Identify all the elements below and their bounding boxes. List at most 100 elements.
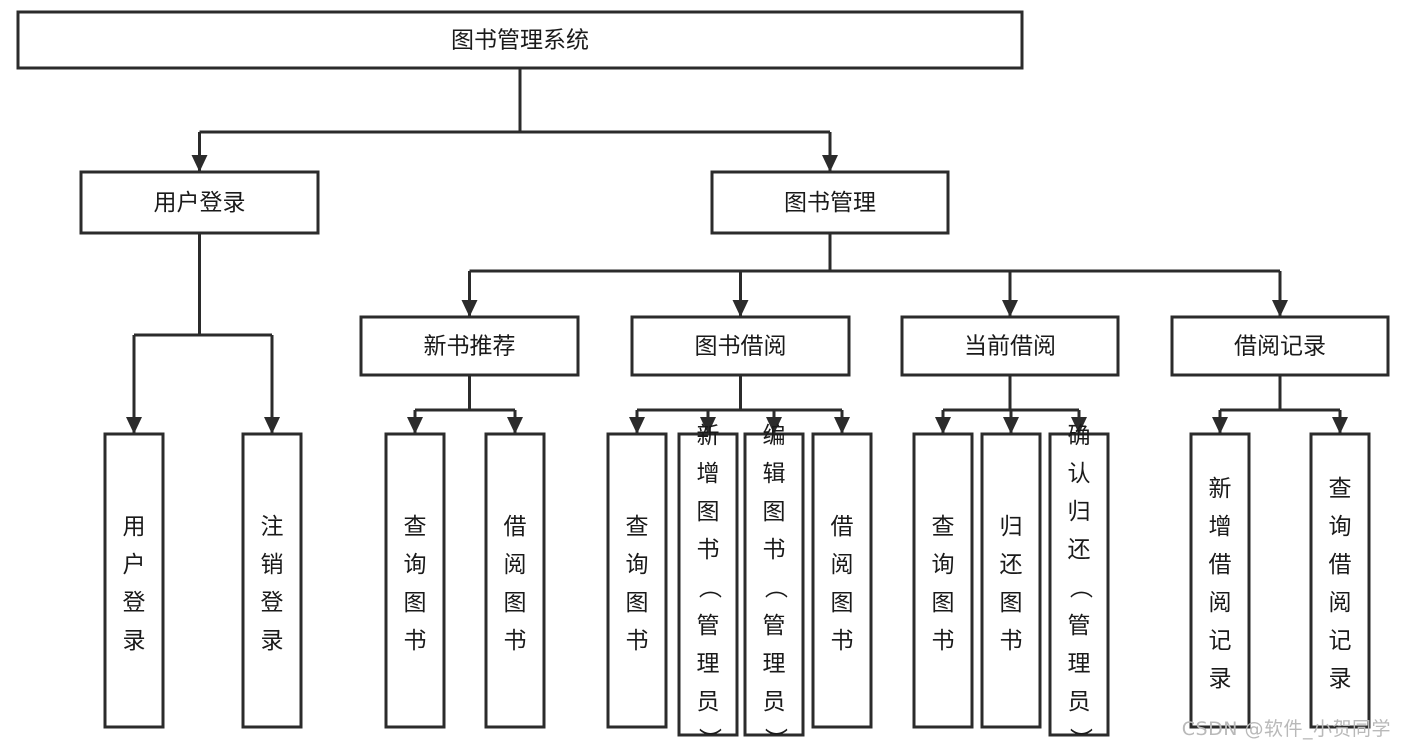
node-box[interactable] — [980, 432, 1042, 729]
node-query-book-3[interactable] — [912, 432, 974, 729]
node-label-char: ） — [762, 728, 788, 747]
node-label-char: 书 — [504, 628, 527, 654]
node-box[interactable] — [1309, 432, 1371, 729]
node-confirm-return-admin[interactable] — [1048, 432, 1110, 737]
node-label-char: 借 — [831, 514, 854, 540]
node-borrow-book-1[interactable] — [484, 432, 546, 729]
node-label-char: 增 — [1209, 514, 1232, 540]
node-label-char: 书 — [404, 628, 427, 654]
node-box[interactable] — [811, 432, 873, 729]
node-new-book-recommend[interactable] — [359, 315, 580, 377]
node-label-char: 书 — [932, 628, 955, 654]
node-label-char: 书 — [697, 537, 720, 563]
node-current-borrow[interactable] — [900, 315, 1120, 377]
node-boxes: 图书管理系统用户登录图书管理用户登录注销登录新书推荐查询图书借阅图书图书借阅查询… — [16, 10, 1390, 747]
arrow-head-icon — [407, 417, 423, 434]
node-query-book-2[interactable] — [606, 432, 668, 729]
node-box[interactable] — [16, 10, 1024, 70]
node-label-char: 认 — [1068, 461, 1091, 487]
node-box[interactable] — [1048, 432, 1110, 737]
node-label-char: 户 — [123, 552, 146, 578]
arrow-head-icon — [700, 417, 716, 434]
node-label-char: ） — [696, 728, 722, 747]
arrow-head-icon — [1332, 417, 1348, 434]
node-label: 图书管理系统 — [451, 28, 589, 54]
node-box[interactable] — [241, 432, 303, 729]
node-label-char: 阅 — [1329, 590, 1352, 616]
node-label-char: 图 — [763, 499, 786, 525]
node-user-logout[interactable] — [241, 432, 303, 729]
node-label-char: （ — [762, 576, 788, 599]
node-label-char: 图 — [626, 590, 649, 616]
node-label-char: 记 — [1209, 628, 1232, 654]
node-label-char: （ — [1067, 576, 1093, 599]
node-label-char: 辑 — [763, 461, 786, 487]
node-label-char: 查 — [404, 514, 427, 540]
node-user-login[interactable] — [79, 170, 320, 235]
node-label-char: 销 — [261, 552, 284, 578]
node-borrow-book-2[interactable] — [811, 432, 873, 729]
node-box[interactable] — [743, 432, 805, 737]
node-label: 当前借阅 — [964, 334, 1056, 360]
node-label-char: 借 — [1209, 552, 1232, 578]
node-box[interactable] — [677, 432, 739, 737]
node-label-char: 书 — [763, 537, 786, 563]
arrow-head-icon — [1212, 417, 1228, 434]
node-add-borrow-record[interactable] — [1189, 432, 1251, 729]
arrow-head-icon — [822, 155, 838, 172]
node-box[interactable] — [710, 170, 950, 235]
node-edit-book-admin[interactable] — [743, 432, 805, 737]
node-label-char: 阅 — [504, 552, 527, 578]
node-label-char: 阅 — [831, 552, 854, 578]
node-query-book-1[interactable] — [384, 432, 446, 729]
node-label-char: 录 — [1209, 666, 1232, 692]
arrow-head-icon — [1071, 417, 1087, 434]
node-root[interactable] — [16, 10, 1024, 70]
node-label-char: 书 — [626, 628, 649, 654]
node-box[interactable] — [912, 432, 974, 729]
node-label-char: 归 — [1000, 514, 1023, 540]
node-box[interactable] — [359, 315, 580, 377]
node-label-char: 询 — [932, 552, 955, 578]
node-label: 新书推荐 — [424, 334, 516, 360]
node-box[interactable] — [606, 432, 668, 729]
node-label-char: 询 — [1329, 514, 1352, 540]
node-box[interactable] — [384, 432, 446, 729]
node-label-char: 员 — [697, 689, 720, 715]
node-user-login-do[interactable] — [103, 432, 165, 729]
node-label-char: 询 — [404, 552, 427, 578]
node-box[interactable] — [1189, 432, 1251, 729]
node-box[interactable] — [900, 315, 1120, 377]
arrow-head-icon — [1002, 300, 1018, 317]
arrow-head-icon — [507, 417, 523, 434]
node-return-book[interactable] — [980, 432, 1042, 729]
node-label-char: 注 — [261, 514, 284, 540]
node-box[interactable] — [630, 315, 851, 377]
node-borrow-records[interactable] — [1170, 315, 1390, 377]
node-label-char: 还 — [1068, 537, 1091, 563]
node-add-book-admin[interactable] — [677, 432, 739, 737]
node-label-char: 记 — [1329, 628, 1352, 654]
node-book-manage[interactable] — [710, 170, 950, 235]
node-book-borrow[interactable] — [630, 315, 851, 377]
node-label-char: 询 — [626, 552, 649, 578]
node-label: 图书管理 — [784, 190, 876, 216]
node-label-char: 借 — [1329, 552, 1352, 578]
node-box[interactable] — [79, 170, 320, 235]
node-query-borrow-record[interactable] — [1309, 432, 1371, 729]
arrow-head-icon — [1003, 417, 1019, 434]
node-box[interactable] — [1170, 315, 1390, 377]
node-label-char: 图 — [932, 590, 955, 616]
node-box[interactable] — [103, 432, 165, 729]
node-box[interactable] — [484, 432, 546, 729]
node-label-char: 登 — [123, 590, 146, 616]
node-label-char: 管 — [763, 613, 786, 639]
